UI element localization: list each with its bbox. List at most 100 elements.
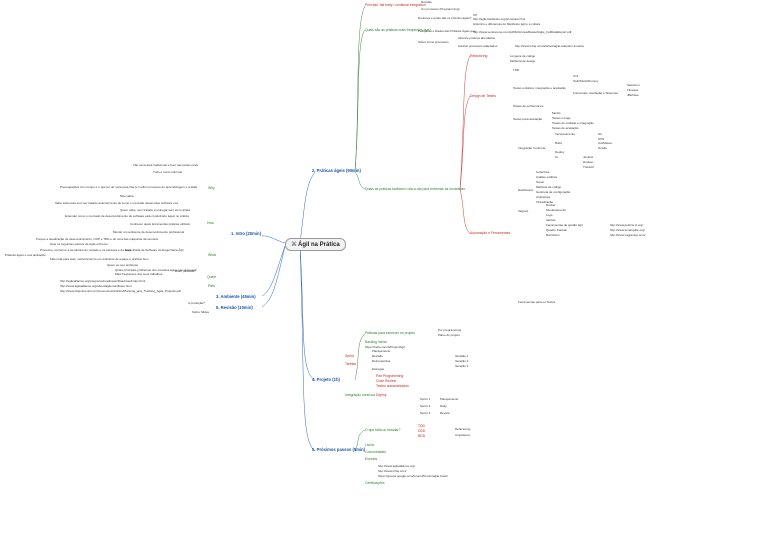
quais-item-1: XP xyxy=(473,13,478,17)
intro-refs-item-1[interactable]: http://www.agilealliance.org/about/agile… xyxy=(60,284,132,288)
refactoring[interactable]: Refactoring xyxy=(470,54,488,58)
projeto-item-24: Review xyxy=(440,411,450,415)
intro-why[interactable]: Why xyxy=(208,186,215,190)
automacao-item-24: Alertas xyxy=(546,218,556,222)
automacao-item-9: Jenkins xyxy=(583,155,594,159)
design-item-5: Selenium xyxy=(627,83,640,87)
branch-intro[interactable]: 1. Intro (20min) xyxy=(231,231,262,236)
projeto-item-14: Pair Programming xyxy=(376,374,404,378)
quais-item-9[interactable]: http://www.infoq.com/articles/agile-adop… xyxy=(515,44,585,48)
link-revisao xyxy=(261,245,286,308)
design-item-9: Testes para aceitação xyxy=(513,117,543,121)
branch-proximos[interactable]: 5. Próximos passos (5min) xyxy=(312,447,366,452)
automacao-item-12: Dashboard xyxy=(518,188,533,192)
intro-quem-item-3: Eram pessoas? xyxy=(175,269,196,273)
projeto-item-12: Iteração 2 xyxy=(455,359,469,363)
automacao-item-27: Burndown xyxy=(546,233,560,237)
proximos-item-11[interactable]: https://groups.google.com/forum/#!forum/… xyxy=(378,474,448,478)
intro-how-item-0: Conhecer quais ferramentas práticas util… xyxy=(130,222,191,226)
intro-how[interactable]: How xyxy=(207,221,214,225)
branch-projeto[interactable]: 4. Projeto (1h) xyxy=(312,377,340,382)
automacao-item-4: Build xyxy=(555,141,562,145)
proximos-item-10[interactable]: http://www.infoq.com/ xyxy=(378,469,407,473)
quais-item-7: Alcance práticos abordados xyxy=(458,36,496,40)
principios-item-0: Dúvidas xyxy=(421,0,432,4)
branch-revisao[interactable]: 5. Revisão (10min) xyxy=(216,305,253,310)
quais-item-3: Histórico e diferenças do Manifesto ágil… xyxy=(473,22,541,26)
intro-misc-0: Práticas ágeis e sua aplicação xyxy=(5,253,46,257)
branch-ambiente[interactable]: 3. Ambiente (45min) xyxy=(216,294,256,299)
automacao-item-28[interactable]: http://www.jenkins-ci.org/ xyxy=(610,223,644,227)
automacao-item-3: SVN xyxy=(598,137,605,141)
projeto-item-4[interactable]: https://trello.com/b/ProjectAgil xyxy=(365,345,405,349)
link-projeto xyxy=(299,245,316,381)
automacao-item-17: Gerência de configuração xyxy=(536,190,571,194)
proximos-item-8: Eventos xyxy=(365,457,378,461)
root-node[interactable]: ⌘Ágil na Prática xyxy=(285,238,346,251)
projeto-item-0: Práticas para escrever no projeto xyxy=(365,331,415,335)
intro-what-item-1: Hoje os seguintes passos de Agile eXtrem… xyxy=(50,242,108,246)
link-proximos xyxy=(299,245,316,452)
link-intro xyxy=(261,235,286,244)
projeto-item-15: Code Review xyxy=(376,379,397,383)
intro-refs-item-0[interactable]: http://agilealliance.org/programs/roadma… xyxy=(60,279,146,283)
branch-praticas[interactable]: 2. Práticas ágeis (90min) xyxy=(312,168,361,173)
automacao-item-29[interactable]: http://www.sonarqube.org/ xyxy=(610,228,645,232)
root-title: Ágil na Prática xyxy=(298,242,340,248)
projeto-item-13: Iteração 3 xyxy=(455,364,469,368)
automacao-item-22: Monitoramento xyxy=(546,208,567,212)
projeto-item-7: Revisão xyxy=(372,354,383,358)
design-testes[interactable]: Design de Testes xyxy=(470,94,496,98)
link-proximos-sub xyxy=(354,429,366,452)
design-item-11: Testes e-bugs xyxy=(552,116,571,120)
proximos-item-3: BDD xyxy=(418,434,426,438)
projeto-item-6: Planejamento xyxy=(372,349,391,353)
quais-item-4: Pesquisas e Dados das Práticas Ágeis que xyxy=(418,29,476,33)
automacao-item-30[interactable]: http://www.vagrantup.com/ xyxy=(610,233,646,237)
intro-quem-item-2: Mais frequentes dos seus trabalhos xyxy=(115,272,163,276)
intro-refs[interactable]: Refs xyxy=(208,284,215,288)
proximos-item-4: Refactoring xyxy=(455,427,471,431)
intro-what-item-3: Engenharia de Software do Engenharia Ági… xyxy=(125,248,184,252)
automacao-item-26: Quadro Kanban xyxy=(546,228,568,232)
automacao-item-14: Análise estática xyxy=(536,175,558,179)
automacao-item-20: Vagrant xyxy=(518,209,529,213)
automacao-item-19: Virtualização xyxy=(536,200,554,204)
proximos-item-9[interactable]: http://www.agilealliance.org/ xyxy=(378,464,416,468)
intro-why-item-6: Entender como o mercado de desenvolvimen… xyxy=(65,214,189,218)
projeto-item-17: Integração contínua xyxy=(345,393,375,397)
projeto-item-10: Entregas xyxy=(372,367,385,371)
link-praticas xyxy=(299,171,316,244)
intro-why-item-2: Preocupações com tempo e o que for de no… xyxy=(60,185,198,189)
praticas-principios[interactable]: Princípio 'fail early / continual integr… xyxy=(365,3,427,7)
praticas-quais[interactable]: Quais são as práticas mais frequentes qu… xyxy=(365,28,432,32)
automacao-item-25: Ferramentas de gestão ágil xyxy=(546,223,583,227)
projeto-item-1: Por programming xyxy=(438,328,462,332)
projeto-item-22: Planejamento xyxy=(440,397,459,401)
intro-why-item-5: Quem sabe, sem tratado a entregar sem er… xyxy=(120,208,190,212)
projeto-item-11: Iteração 1 xyxy=(455,354,469,358)
refactoring-item-1: Melhoria de design xyxy=(510,59,536,63)
automacao-item-5: Ant/Maven xyxy=(598,141,613,145)
design-item-12: Testes de unidade e integração xyxy=(552,121,594,125)
intro-what[interactable]: What xyxy=(208,253,216,257)
proximos-item-12: Certificações xyxy=(365,481,385,485)
automacao-item-10: Hudson xyxy=(583,160,594,164)
proximos-item-2: DDD xyxy=(418,429,426,433)
design-item-0: TDD xyxy=(513,68,520,72)
link-automacao xyxy=(459,188,471,235)
link-quais xyxy=(354,29,366,173)
projeto-item-21: Sprint 3 xyxy=(420,411,431,415)
quais-item-2[interactable]: http://agilemanifesto.org/principles.htm… xyxy=(473,17,526,21)
automacao[interactable]: Automação e Ferramentas xyxy=(470,231,511,235)
quais-item-5[interactable]: http://www.versionone.com/pdf/3rdAnnualS… xyxy=(473,30,572,34)
link-quais-facilitam xyxy=(354,171,366,190)
praticas-quais-facilitam[interactable]: Quais as práticas facilitam o dia-a-dia … xyxy=(365,187,465,191)
intro-quem-item-0: Quem eu sou ambiente xyxy=(107,263,139,267)
automacao-item-2: Git xyxy=(598,132,602,136)
intro-what-item-4: Mas toda para elas, melhoramento em ambi… xyxy=(50,257,149,261)
design-item-10: Mocks xyxy=(552,111,561,115)
intro-quem[interactable]: Quem xyxy=(207,275,217,279)
intro-refs-item-2[interactable]: http://www.objectmentor.com/resources/ar… xyxy=(60,289,181,293)
proximos-item-7: Comunidades xyxy=(365,450,386,454)
